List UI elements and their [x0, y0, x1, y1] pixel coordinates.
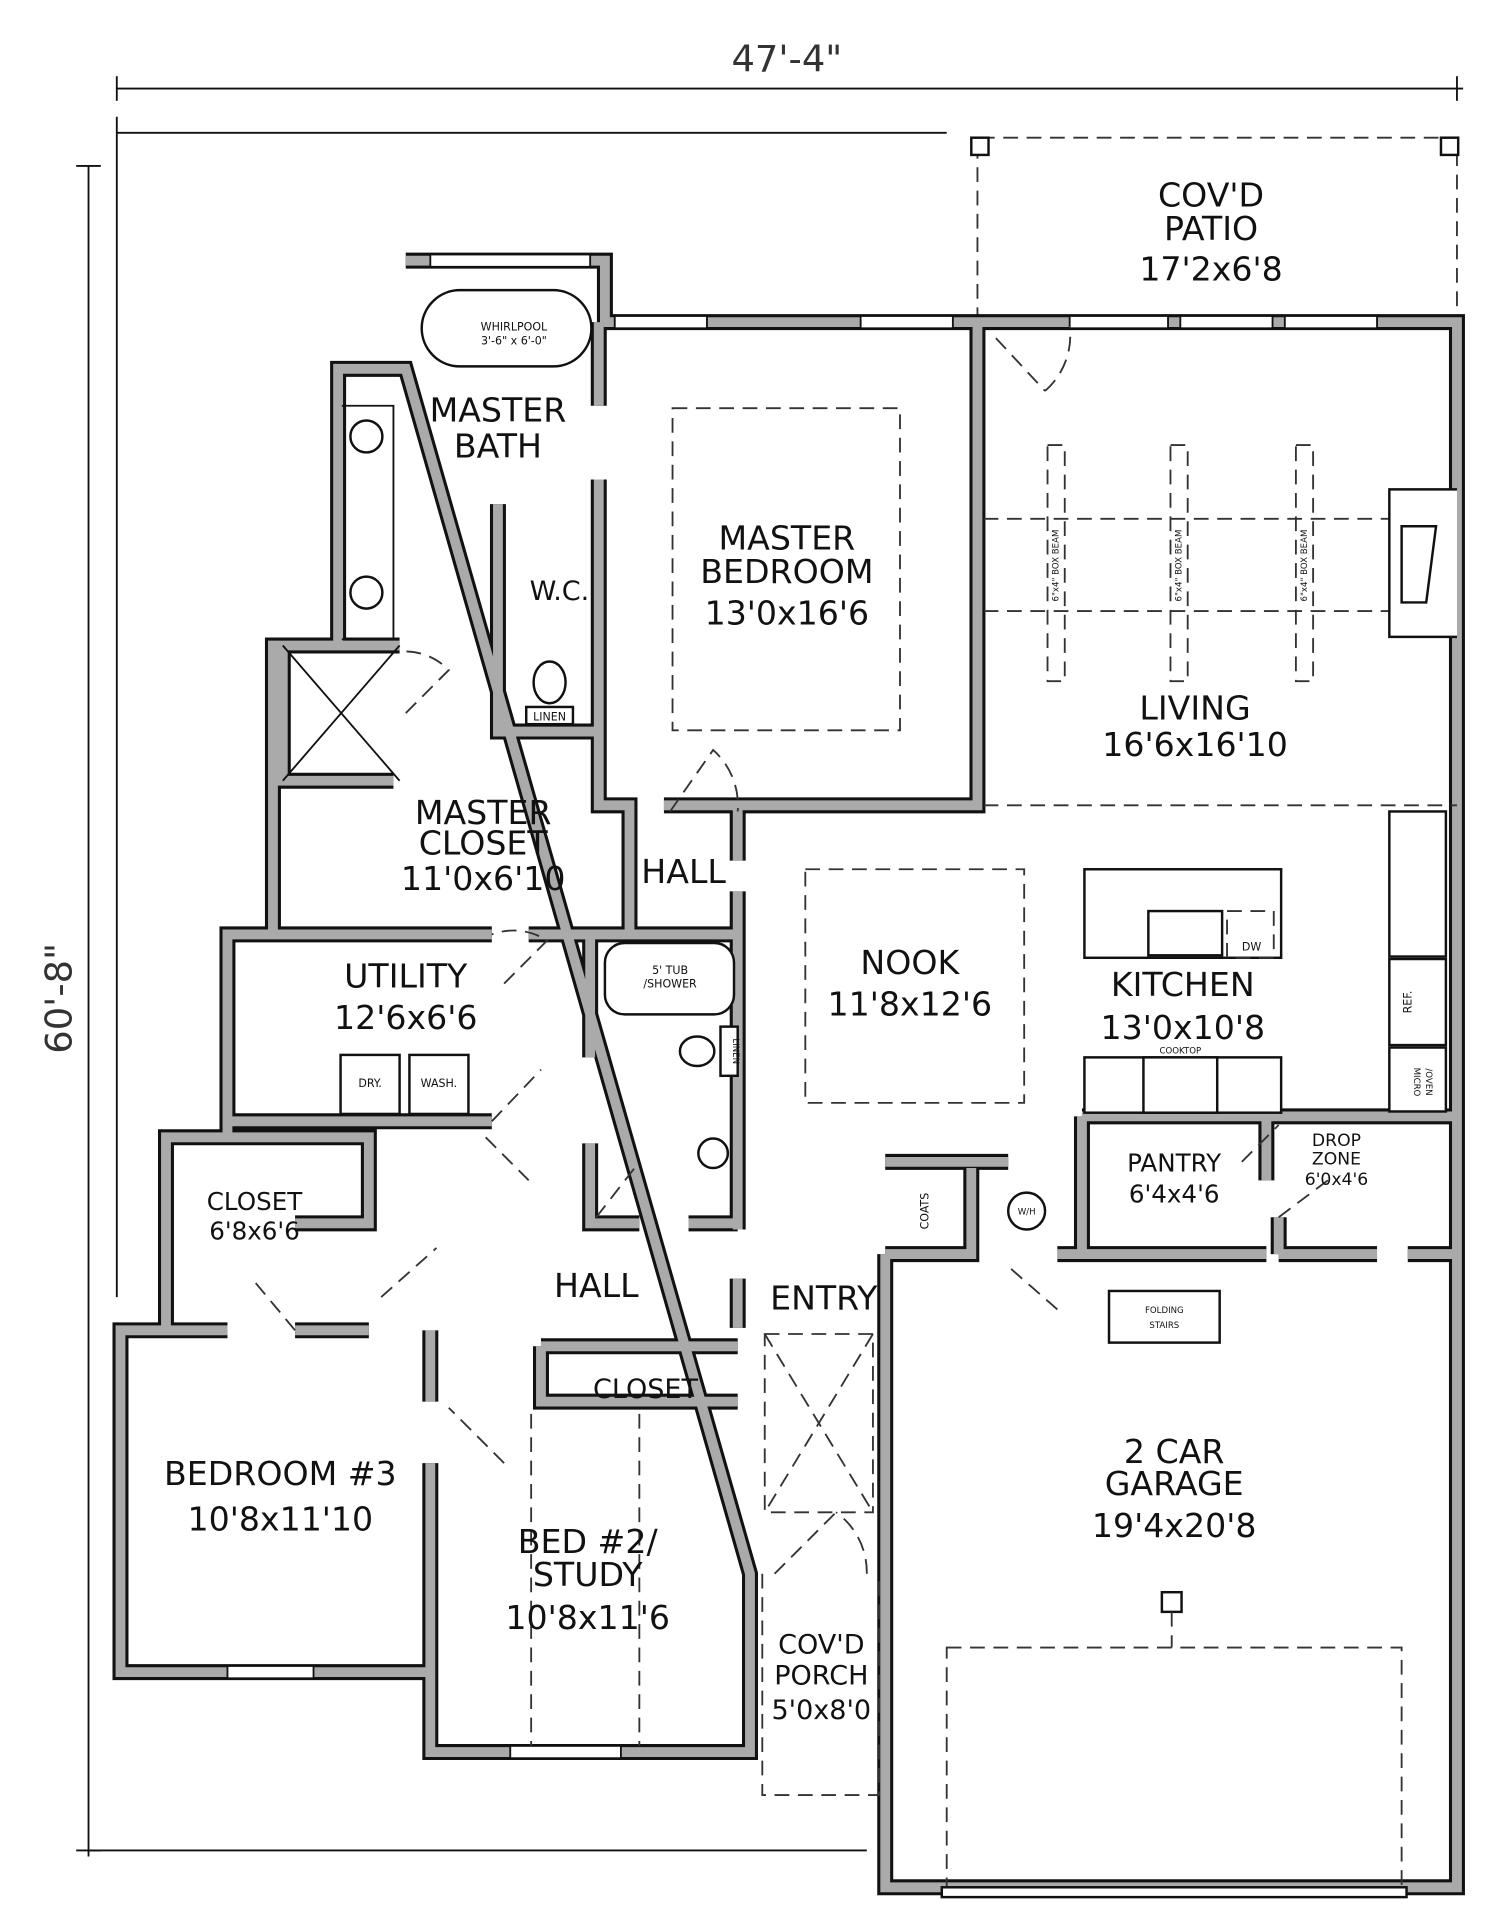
box-beam-label: 6"x4" BOX BEAM	[1300, 530, 1310, 602]
svg-text:MASTER: MASTER	[719, 519, 856, 558]
depth-dimension: 60'-8"	[37, 943, 80, 1054]
svg-text:COV'D: COV'D	[1158, 176, 1264, 215]
svg-text:STAIRS: STAIRS	[1149, 1321, 1179, 1331]
svg-text:BED #2/: BED #2/	[518, 1522, 659, 1561]
svg-text:5' TUB: 5' TUB	[652, 964, 688, 977]
svg-text:LINEN: LINEN	[533, 710, 566, 723]
width-dimension: 47'-4"	[731, 37, 842, 80]
svg-text:3'-6" x 6'-0": 3'-6" x 6'-0"	[481, 334, 547, 347]
toilet-master: LINEN	[524, 660, 575, 726]
svg-text:LIVING: LIVING	[1139, 688, 1250, 727]
svg-text:CLOSET: CLOSET	[593, 1374, 698, 1405]
svg-text:FOLDING: FOLDING	[1145, 1306, 1184, 1316]
kitchen-fixtures: DW COOKTOP REF. MICRO /OVEN	[1083, 810, 1448, 1114]
patio-outline	[970, 136, 1460, 323]
svg-text:/SHOWER: /SHOWER	[643, 977, 697, 990]
svg-text:PANTRY: PANTRY	[1127, 1149, 1222, 1178]
svg-text:2 CAR: 2 CAR	[1124, 1432, 1225, 1471]
door-swings	[251, 325, 1329, 1575]
svg-text:6'0x4'6: 6'0x4'6	[1305, 1170, 1368, 1190]
box-beam-label: 6"x4" BOX BEAM	[1175, 530, 1185, 602]
svg-text:ENTRY: ENTRY	[770, 1278, 878, 1317]
room-labels: COV'D PATIO 17'2x6'8 MASTER BATH W.C. MA…	[164, 176, 1368, 1726]
svg-text:11'8x12'6: 11'8x12'6	[828, 985, 993, 1024]
whirlpool-tub: WHIRLPOOL 3'-6" x 6'-0"	[420, 288, 593, 368]
svg-text:LINEN: LINEN	[730, 1038, 740, 1064]
svg-text:DROP: DROP	[1312, 1131, 1361, 1151]
svg-text:HALL: HALL	[641, 852, 726, 891]
bath-fixtures: 5' TUB /SHOWER LINEN	[603, 941, 740, 1170]
svg-text:ZONE: ZONE	[1312, 1149, 1361, 1169]
svg-text:COV'D: COV'D	[778, 1630, 864, 1661]
svg-text:16'6x16'10: 16'6x16'10	[1102, 725, 1288, 764]
svg-text:KITCHEN: KITCHEN	[1111, 965, 1255, 1004]
dimension-lines: 47'-4" 60'-8"	[37, 37, 1464, 1857]
svg-text:STUDY: STUDY	[533, 1555, 643, 1594]
entry-fixtures: COATS W/H FOLDING STAIRS	[918, 1191, 1221, 1648]
svg-text:MASTER: MASTER	[415, 793, 552, 832]
svg-text:19'4x20'8: 19'4x20'8	[1092, 1506, 1257, 1545]
ceiling-lines: 6"x4" BOX BEAM 6"x4" BOX BEAM 6"x4" BOX …	[530, 407, 1457, 1899]
svg-text:W.C.: W.C.	[530, 576, 590, 607]
svg-text:COOKTOP: COOKTOP	[1159, 1047, 1201, 1057]
svg-text:MICRO: MICRO	[1411, 1068, 1421, 1097]
shower	[282, 644, 401, 782]
svg-text:DRY.: DRY.	[358, 1077, 382, 1090]
svg-text:MASTER: MASTER	[430, 391, 567, 430]
svg-text:COATS: COATS	[918, 1193, 931, 1230]
svg-text:CLOSET: CLOSET	[419, 824, 549, 863]
svg-text:PATIO: PATIO	[1164, 209, 1258, 248]
svg-text:BEDROOM: BEDROOM	[700, 552, 873, 591]
svg-text:13'0x16'6: 13'0x16'6	[705, 594, 870, 633]
laundry: DRY. WASH.	[339, 1053, 470, 1116]
svg-text:5'0x8'0: 5'0x8'0	[771, 1695, 871, 1726]
svg-text:/OVEN: /OVEN	[1423, 1068, 1433, 1095]
svg-text:10'8x11'6: 10'8x11'6	[505, 1598, 670, 1637]
svg-text:BATH: BATH	[454, 426, 542, 465]
svg-text:BEDROOM #3: BEDROOM #3	[164, 1454, 397, 1493]
svg-text:6'4x4'6: 6'4x4'6	[1129, 1179, 1220, 1208]
svg-text:17'2x6'8: 17'2x6'8	[1139, 249, 1282, 288]
vanity-sinks	[341, 404, 395, 641]
svg-text:HALL: HALL	[554, 1266, 639, 1305]
box-beam-label: 6"x4" BOX BEAM	[1052, 530, 1062, 602]
svg-text:6'8x6'6: 6'8x6'6	[209, 1216, 300, 1245]
windows	[226, 253, 1378, 1760]
svg-text:WHIRLPOOL: WHIRLPOOL	[481, 321, 548, 334]
svg-text:GARAGE: GARAGE	[1105, 1464, 1244, 1503]
svg-text:UTILITY: UTILITY	[344, 956, 468, 995]
fireplace	[1388, 488, 1457, 639]
svg-text:CLOSET: CLOSET	[207, 1187, 303, 1216]
svg-text:10'8x11'10: 10'8x11'10	[187, 1500, 373, 1539]
svg-text:13'0x10'8: 13'0x10'8	[1100, 1008, 1265, 1047]
svg-text:11'0x6'10: 11'0x6'10	[401, 859, 566, 898]
svg-text:NOOK: NOOK	[860, 943, 960, 982]
svg-text:REF.: REF.	[1401, 991, 1414, 1014]
svg-text:DW: DW	[1242, 940, 1262, 953]
svg-text:12'6x6'6: 12'6x6'6	[334, 998, 477, 1037]
svg-text:PORCH: PORCH	[774, 1660, 868, 1691]
svg-text:WASH.: WASH.	[421, 1077, 458, 1090]
svg-text:W/H: W/H	[1018, 1208, 1036, 1218]
